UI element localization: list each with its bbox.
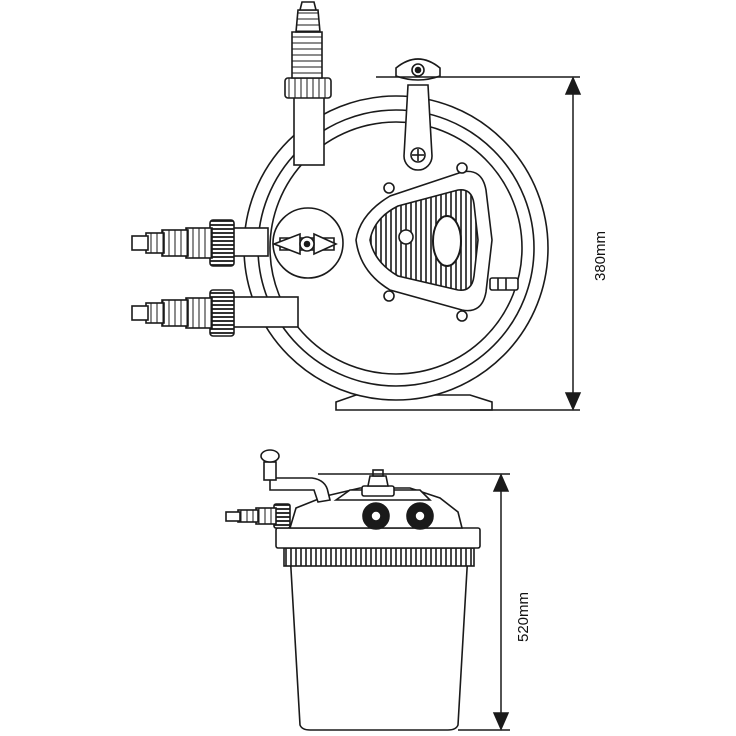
side-clamp-lever [260,449,331,503]
inlet-hose-connector-lower [131,289,299,337]
clamp-ring [275,527,481,549]
dimension-label-top-view: 380mm [592,231,609,281]
top-outlet-hose-connector [284,1,332,166]
top-clamp-handle [395,58,441,171]
power-cable-gland [489,277,519,291]
dimension-side-view [318,473,510,731]
uv-lens-window [432,215,462,267]
dimension-top-view [376,76,582,411]
canister-body [289,551,469,731]
side-inlet-hose-connector [225,503,291,529]
uv-lamp-housing [355,162,519,322]
top-view [131,1,549,411]
lid-ports [362,502,434,530]
side-view [225,449,481,731]
ribbed-collar [283,547,475,567]
inlet-hose-connector-upper [131,219,269,267]
lid-top-knob [361,469,395,497]
valve-dial [271,207,344,279]
dimension-label-side-view: 520mm [515,592,532,642]
